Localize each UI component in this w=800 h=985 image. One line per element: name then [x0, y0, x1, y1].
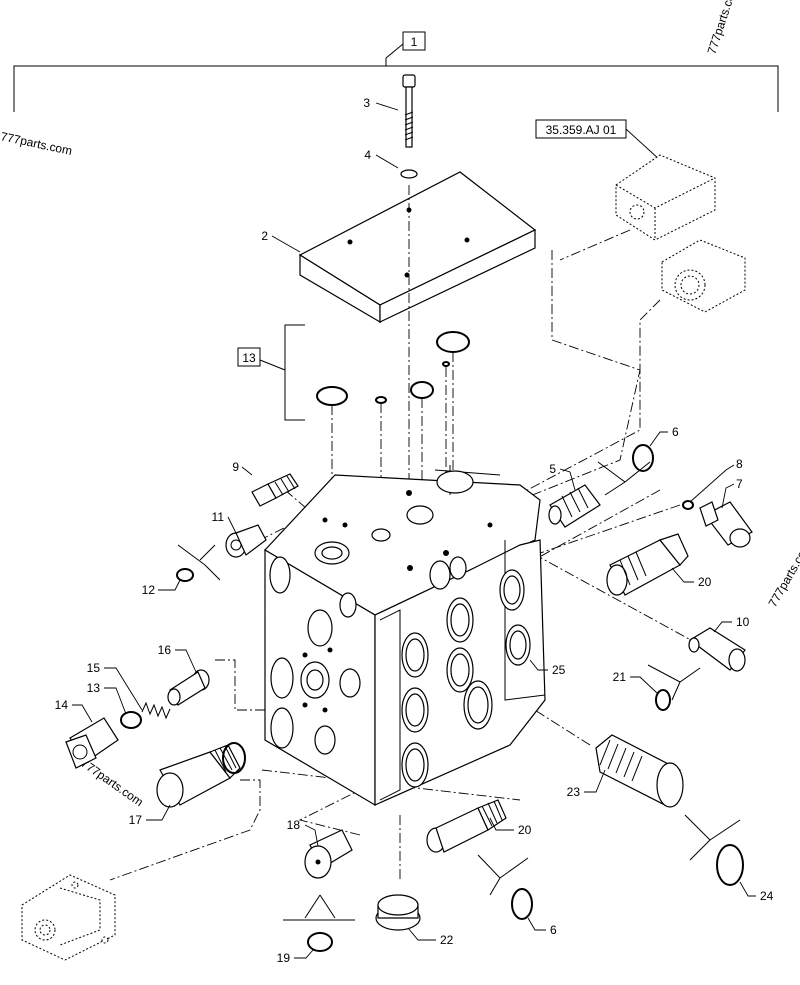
washer	[400, 169, 418, 179]
plug-18	[304, 829, 353, 879]
callout-label: 14	[55, 698, 69, 712]
cartridge-17	[156, 744, 241, 808]
spring-15	[141, 701, 171, 720]
callout-label: 18	[287, 818, 301, 832]
check-valve-20-upper	[606, 533, 689, 596]
o-ring	[655, 689, 671, 711]
watermark: 777parts.com	[0, 129, 73, 158]
callout-label: 10	[736, 615, 750, 629]
plug-7	[699, 501, 753, 548]
callout-label: 24	[760, 889, 774, 903]
callout-label: 2	[261, 229, 268, 243]
ref-box-13: 13	[242, 351, 256, 365]
valve-body	[264, 465, 546, 807]
o-ring	[682, 500, 694, 510]
callout-label: 25	[552, 663, 566, 677]
o-ring	[316, 386, 348, 406]
spool-16	[167, 669, 210, 706]
callout-label: 8	[736, 457, 743, 471]
callout-label: 7	[736, 477, 743, 491]
plug-5	[548, 484, 601, 528]
plug-22	[375, 894, 421, 931]
callout-label: 6	[672, 425, 679, 439]
plug-11	[225, 524, 267, 558]
o-ring	[632, 444, 654, 472]
o-ring	[222, 742, 246, 774]
o-ring	[436, 331, 470, 353]
o-ring	[120, 711, 142, 729]
callout-label: 15	[87, 661, 101, 675]
callout-label: 19	[277, 951, 291, 965]
callout-labels: 3 4 2 9 11 12 16 15 13 14 17 18 19 22 20…	[55, 96, 774, 965]
ref-box-1: 1	[411, 35, 418, 49]
callout-leaders	[72, 102, 756, 959]
callout-label: 5	[549, 462, 556, 476]
callout-label: 20	[698, 575, 712, 589]
callout-label: 4	[364, 148, 371, 162]
callout-label: 11	[212, 510, 225, 524]
o-ring	[307, 932, 333, 952]
callout-label: 12	[142, 583, 156, 597]
callout-label: 3	[363, 96, 370, 110]
plug-14	[65, 717, 119, 769]
relief-cartridge-9	[251, 473, 299, 507]
callout-label: 6	[550, 923, 557, 937]
ref-box-page: 35.359.AJ 01	[546, 123, 617, 137]
watermark: 777parts.com	[705, 0, 741, 56]
callout-label: 22	[440, 933, 454, 947]
watermark: 777parts.com	[765, 540, 800, 610]
flange-ghost	[21, 874, 116, 961]
callout-label: 17	[129, 813, 143, 827]
callout-label: 16	[158, 643, 172, 657]
o-ring	[410, 381, 434, 399]
assembly-bracket: 1	[13, 31, 779, 112]
o-ring	[375, 396, 387, 404]
watermark: 777parts.com	[78, 756, 146, 809]
remote-block-ghost	[615, 154, 716, 241]
o-ring	[511, 888, 533, 920]
callout-label: 20	[518, 823, 532, 837]
cover-plate	[298, 171, 537, 324]
o-ring	[176, 568, 194, 582]
callout-label: 23	[567, 785, 581, 799]
check-valve-20-lower	[426, 799, 507, 853]
o-ring	[716, 844, 744, 886]
relief-valve-23	[595, 734, 684, 808]
callout-label: 9	[232, 460, 239, 474]
cartridge-10	[688, 627, 746, 672]
callout-label: 13	[87, 681, 101, 695]
callout-label: 21	[613, 670, 627, 684]
o-ring	[442, 361, 450, 367]
bolt	[402, 74, 416, 148]
remote-flange-ghost	[661, 239, 746, 313]
seal-kit-bracket: 13	[237, 324, 305, 421]
